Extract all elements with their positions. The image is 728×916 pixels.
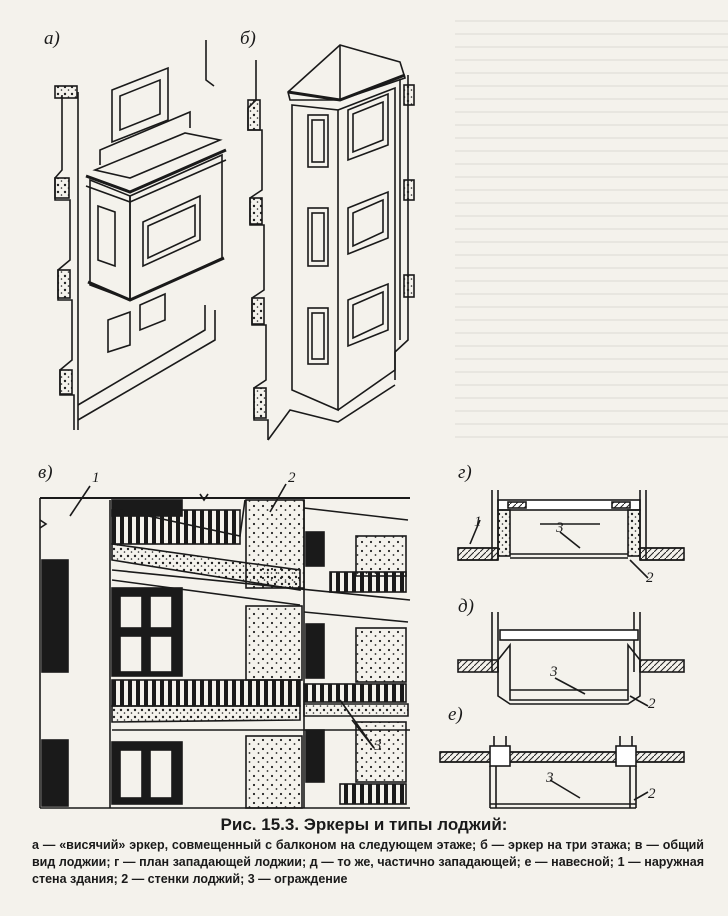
figure-caption-legend: а — «висячий» эркер, совмещенный с балко… — [32, 838, 704, 886]
text-bleed-through — [455, 20, 728, 440]
label-wall-v: 1 — [92, 470, 100, 486]
label-fence-g: 3 — [556, 520, 564, 536]
label-loggia-walls-g: 2 — [646, 570, 654, 586]
figure-caption-title: Рис. 15.3. Эркеры и типы лоджий: — [220, 815, 508, 834]
label-loggia-walls-e: 2 — [648, 786, 656, 802]
panel-label-e: е) — [448, 704, 463, 725]
label-fence-e: 3 — [546, 770, 554, 786]
panel-e-attached — [439, 736, 685, 809]
panel-label-g: г) — [458, 462, 472, 483]
label-loggia-walls-d: 2 — [648, 696, 656, 712]
label-fence-d: 3 — [550, 664, 558, 680]
label-loggia-walls-v: 2 — [288, 470, 296, 486]
panel-d-partially-recessed — [457, 612, 685, 707]
panel-g-recessed-plan — [457, 490, 685, 579]
panel-label-v: в) — [38, 462, 53, 483]
panel-label-d: д) — [458, 596, 474, 617]
panel-v-loggia-view — [39, 483, 411, 809]
label-fence-v: 3 — [374, 738, 382, 754]
panel-label-b: б) — [240, 28, 256, 49]
label-wall-g: 1 — [474, 514, 482, 530]
panel-b-three-storey-bay — [205, 40, 415, 441]
panel-a-bay-window — [54, 66, 227, 430]
panel-label-a: а) — [44, 28, 60, 49]
